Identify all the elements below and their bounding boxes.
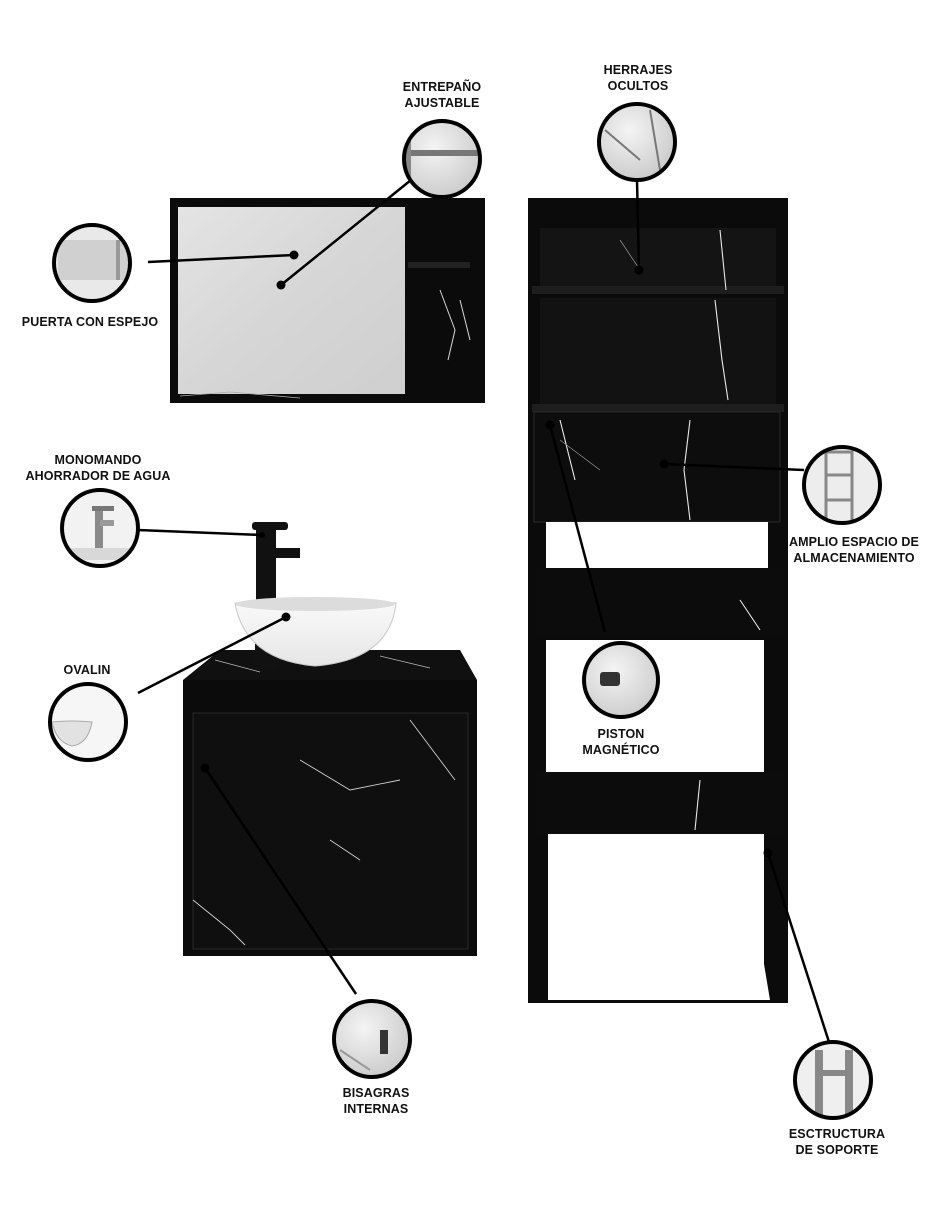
label-monomando: MONOMANDO AHORRADOR DE AGUA [18, 452, 178, 484]
label-amplio-line1: AMPLIO ESPACIO DE [789, 535, 919, 549]
label-herrajes: HERRAJES OCULTOS [588, 62, 688, 94]
basin-icon [48, 682, 128, 762]
leader-dots [200, 250, 773, 858]
mirror-door-icon [52, 223, 132, 303]
shelf-detail-icon [402, 119, 482, 199]
faucet-icon [60, 488, 140, 568]
label-monomando-line1: MONOMANDO [54, 453, 142, 467]
label-entrepano-line2: AJUSTABLE [404, 96, 480, 110]
label-herrajes-line2: OCULTOS [607, 79, 669, 93]
vanity-cabinet [183, 522, 477, 956]
label-ovalin: OVALIN [52, 662, 122, 678]
hardware-detail-icon [597, 102, 677, 182]
label-piston-line1: PISTON [597, 727, 645, 741]
label-piston-line2: MAGNÉTICO [582, 743, 660, 757]
storage-tower-icon [802, 445, 882, 525]
label-puerta-line1: PUERTA CON ESPEJO [21, 315, 159, 329]
label-amplio-line2: ALMACENAMIENTO [793, 551, 915, 565]
label-amplio: AMPLIO ESPACIO DE ALMACENAMIENTO [786, 534, 922, 566]
leader-lines [137, 179, 831, 1043]
label-estructura: ESCTRUCTURA DE SOPORTE [782, 1126, 892, 1158]
magnetic-piston-icon [582, 641, 660, 719]
label-bisagras: BISAGRAS INTERNAS [326, 1085, 426, 1117]
label-estructura-line2: DE SOPORTE [795, 1143, 879, 1157]
label-estructura-line1: ESCTRUCTURA [788, 1127, 886, 1141]
label-entrepano-line1: ENTREPAÑO [402, 80, 482, 94]
label-entrepano: ENTREPAÑO AJUSTABLE [386, 79, 498, 111]
label-piston: PISTON MAGNÉTICO [571, 726, 671, 758]
label-ovalin-line1: OVALIN [63, 663, 111, 677]
hinge-icon [332, 999, 412, 1079]
label-puerta: PUERTA CON ESPEJO [10, 314, 170, 330]
mirror-surface [178, 207, 405, 394]
support-structure-icon [793, 1040, 873, 1120]
label-monomando-line2: AHORRADOR DE AGUA [25, 469, 171, 483]
label-bisagras-line1: BISAGRAS [342, 1086, 410, 1100]
mirror-cabinet [170, 198, 485, 403]
label-bisagras-line2: INTERNAS [343, 1102, 409, 1116]
storage-tower [528, 198, 788, 1003]
label-herrajes-line1: HERRAJES [603, 63, 673, 77]
